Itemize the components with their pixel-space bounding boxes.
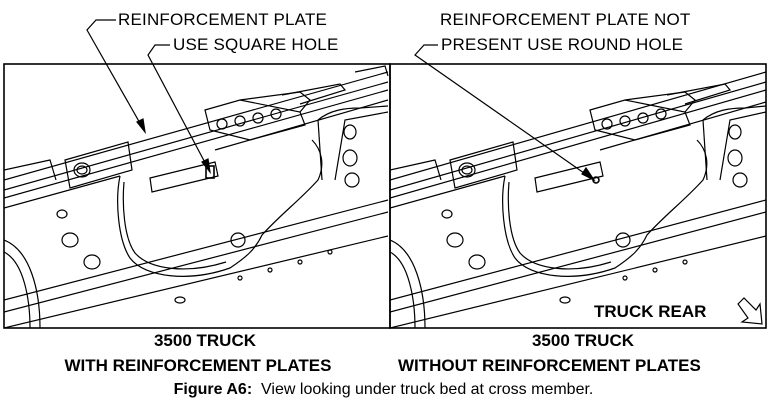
- figure-caption: Figure A6: View looking under truck bed …: [0, 380, 767, 400]
- left-callout-use-square-hole: USE SQUARE HOLE: [173, 35, 339, 54]
- figure-label: Figure A6:: [173, 381, 253, 398]
- right-caption-variant: WITHOUT REINFORCEMENT PLATES: [398, 356, 701, 375]
- right-caption-model: 3500 TRUCK: [531, 331, 635, 350]
- right-callout-plate-not: REINFORCEMENT PLATE NOT: [440, 10, 691, 29]
- truck-rear-label: TRUCK REAR: [592, 302, 709, 322]
- left-callout-reinforcement-plate: REINFORCEMENT PLATE: [118, 10, 328, 29]
- left-caption-variant: WITH REINFORCEMENT PLATES: [64, 356, 332, 375]
- left-caption-model: 3500 TRUCK: [153, 331, 257, 350]
- right-callout-leaders: [414, 44, 596, 182]
- arrow-down-right-icon: [737, 297, 763, 325]
- left-cross-member-drawing: [4, 65, 389, 328]
- right-callout-use-round-hole: PRESENT USE ROUND HOLE: [441, 35, 684, 54]
- right-panel-frame: [389, 63, 767, 329]
- right-cross-member-drawing: [390, 71, 767, 328]
- left-panel-frame: [3, 63, 391, 329]
- left-callout-leaders: [86, 19, 211, 175]
- figure-description: View looking under truck bed at cross me…: [261, 381, 594, 398]
